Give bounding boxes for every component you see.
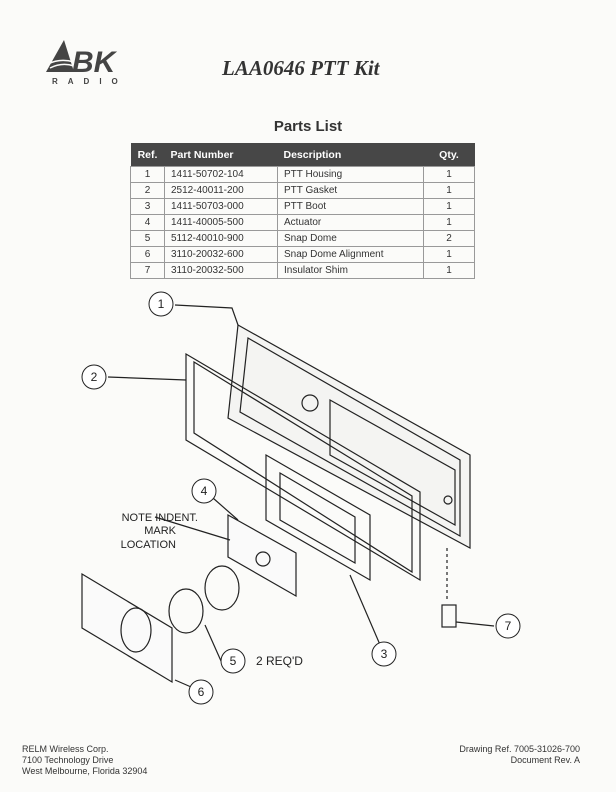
svg-text:3: 3 (381, 647, 388, 661)
exploded-diagram: 1 2 3 4 5 6 7 2 REQ'D NOTE INDENT. MARK … (81, 291, 521, 705)
svg-text:1: 1 (158, 297, 165, 311)
svg-text:7: 7 (505, 619, 512, 633)
cell-ref: 5 (130, 230, 165, 247)
col-part-number: Part Number (164, 143, 278, 167)
ptt-gasket (185, 352, 421, 582)
callout-3: 3 (371, 641, 397, 667)
snap-dome (168, 588, 204, 634)
col-qty: Qty. (423, 143, 475, 167)
cell-ref: 6 (130, 246, 165, 263)
cell-description: PTT Boot (277, 198, 424, 215)
company-address: RELM Wireless Corp. 7100 Technology Driv… (22, 744, 147, 777)
svg-text:RADIO: RADIO (52, 77, 128, 86)
callout-4: 4 (191, 478, 217, 504)
actuator (227, 513, 297, 598)
address-line: 7100 Technology Drive (22, 755, 114, 765)
qty-note: 2 REQ'D (256, 654, 303, 668)
callout-2: 2 (81, 364, 107, 390)
cell-qty: 1 (423, 182, 475, 199)
cell-description: Insulator Shim (277, 262, 424, 279)
drawing-ref: Drawing Ref. 7005-31026-700 (459, 744, 580, 754)
cell-ref: 1 (130, 166, 165, 183)
callout-6: 6 (188, 679, 214, 705)
svg-text:NOTE INDENT.: NOTE INDENT. (122, 512, 198, 524)
callout-1: 1 (148, 291, 174, 317)
svg-text:MARK: MARK (144, 525, 176, 537)
cell-qty: 1 (423, 166, 475, 183)
parts-list-title: Parts List (273, 118, 343, 135)
cell-part-number: 5112-40010-900 (164, 230, 278, 247)
ptt-boot (265, 453, 371, 582)
cell-part-number: 1411-40005-500 (164, 214, 278, 231)
svg-text:2: 2 (91, 370, 98, 384)
svg-text:LOCATION: LOCATION (121, 539, 176, 551)
cell-qty: 1 (423, 198, 475, 215)
cell-part-number: 1411-50702-104 (164, 166, 278, 183)
ptt-housing (227, 324, 471, 550)
address-line: West Melbourne, Florida 32904 (22, 766, 148, 776)
document-rev: Document Rev. A (510, 755, 580, 765)
cell-qty: 1 (423, 262, 475, 279)
callout-5: 5 (220, 648, 246, 674)
cell-qty: 2 (423, 230, 475, 247)
callout-7: 7 (495, 613, 521, 639)
cell-ref: 3 (130, 198, 165, 215)
insulator-shim (441, 604, 457, 628)
cell-part-number: 1411-50703-000 (164, 198, 278, 215)
drawing-reference: Drawing Ref. 7005-31026-700 Document Rev… (459, 744, 580, 766)
cell-part-number: 3110-20032-500 (164, 262, 278, 279)
table-header-row: Ref. Part Number Description Qty. (130, 143, 475, 167)
cell-description: Snap Dome Alignment (277, 246, 424, 263)
snap-dome-alignment (81, 572, 173, 684)
cell-description: PTT Gasket (277, 182, 424, 199)
document-title: LAA0646 PTT Kit (222, 56, 380, 80)
cell-qty: 1 (423, 214, 475, 231)
cell-part-number: 3110-20032-600 (164, 246, 278, 263)
cell-part-number: 2512-40011-200 (164, 182, 278, 199)
svg-text:BK: BK (72, 46, 118, 79)
cell-qty: 1 (423, 246, 475, 263)
cell-description: Actuator (277, 214, 424, 231)
svg-text:5: 5 (230, 654, 237, 668)
address-line: RELM Wireless Corp. (22, 744, 109, 754)
bk-radio-logo: BK RADIO (46, 40, 128, 86)
svg-text:4: 4 (201, 484, 208, 498)
cell-description: Snap Dome (277, 230, 424, 247)
snap-dome (204, 565, 240, 611)
cell-ref: 2 (130, 182, 165, 199)
col-ref: Ref. (130, 143, 165, 167)
cell-description: PTT Housing (277, 166, 424, 183)
cell-ref: 4 (130, 214, 165, 231)
col-description: Description (277, 143, 424, 167)
indent-note: NOTE INDENT. MARK LOCATION (121, 512, 198, 551)
svg-text:6: 6 (198, 685, 205, 699)
cell-ref: 7 (130, 262, 165, 279)
